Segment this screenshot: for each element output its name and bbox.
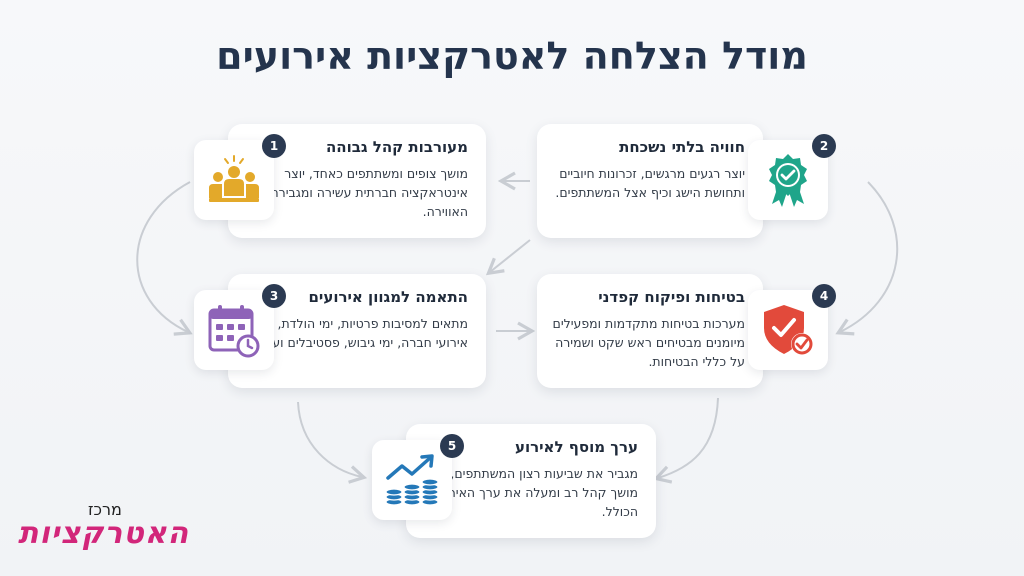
- calendar-events-icon: [208, 305, 260, 358]
- step-number-4: 4: [812, 284, 836, 308]
- arrow-4-to-5: [653, 397, 719, 484]
- logo-main-text: האטרקציות: [18, 516, 190, 551]
- step-card-2: חוויה בלתי נשכחת יוצר רגעים מרגשים, זכרו…: [537, 124, 763, 238]
- step-title: בטיחות ופיקוח קפדני: [598, 288, 745, 306]
- step-text: מערכות בטיחות מתקדמות ומפעילים מיומנים מ…: [552, 316, 745, 369]
- arrow-2-to-4: [835, 181, 899, 336]
- step-text: יוצר רגעים מרגשים, זכרונות חיוביים ותחוש…: [555, 166, 745, 200]
- step-number-5: 5: [440, 434, 464, 458]
- step-title: חוויה בלתי נשכחת: [619, 138, 745, 156]
- arrow-2-to-3-diag: [485, 239, 531, 276]
- step-icon-box-1: [194, 140, 274, 220]
- audience-icon: [209, 155, 259, 202]
- step-number-3: 3: [262, 284, 286, 308]
- shield-check-icon: [764, 305, 813, 355]
- step-icon-box-3: [194, 290, 274, 370]
- step-title: התאמה למגוון אירועים: [308, 288, 468, 306]
- step-text: מתאים למסיבות פרטיות, ימי הולדת, אירועי …: [258, 316, 468, 350]
- step-number-2: 2: [812, 134, 836, 158]
- arrow-3-to-5: [297, 401, 368, 484]
- step-title: ערך מוסף לאירוע: [514, 438, 638, 456]
- page-title: מודל הצלחה לאטרקציות אירועים: [216, 34, 808, 78]
- brand-logo: מרכז האטרקציות: [18, 500, 188, 560]
- step-card-4: בטיחות ופיקוח קפדני מערכות בטיחות מתקדמו…: [537, 274, 763, 388]
- growth-coins-icon: [385, 454, 439, 506]
- step-text: מושך צופים ומשתתפים כאחד, יוצר אינטראקצי…: [249, 166, 468, 219]
- step-title: מעורבות קהל גבוהה: [325, 138, 468, 156]
- step-number-1: 1: [262, 134, 286, 158]
- award-badge-icon: [769, 154, 807, 207]
- step-text: מגביר את שביעות רצון המשתתפים, מושך קהל …: [437, 466, 639, 519]
- logo-top-text: מרכז: [88, 500, 122, 519]
- step-icon-box-5: [372, 440, 452, 520]
- arrow-1-to-3: [136, 181, 193, 336]
